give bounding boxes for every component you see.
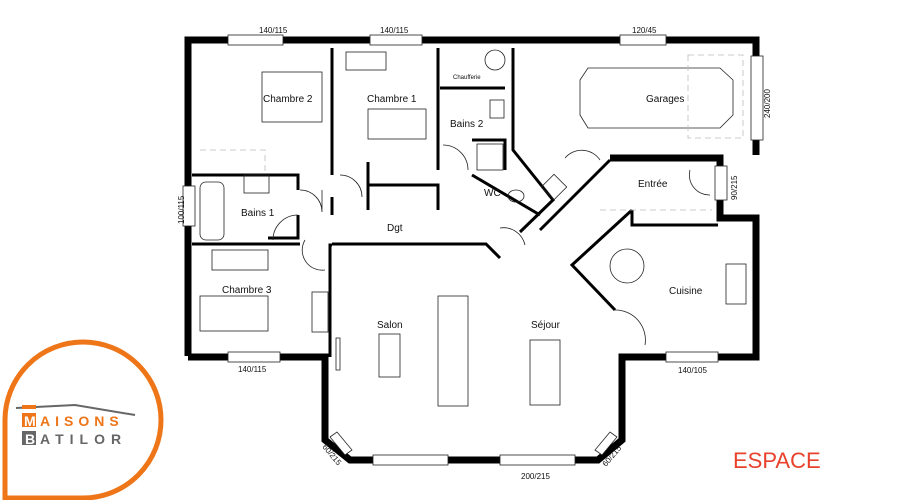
doors [272,144,711,346]
furniture [199,49,747,407]
dim-bay-mid: 200/215 [521,472,550,481]
label-garages: Garages [646,94,684,105]
coffee-table [378,333,401,378]
label-dgt: Dgt [387,223,403,234]
maisons-batilor-logo: M AISONS B ATILOR [2,339,164,500]
bed-chambre1 [367,108,427,140]
svg-text:M: M [24,413,36,429]
bathtub [199,181,225,241]
label-wc: WC [484,188,501,199]
dim-bottom-right: 140/105 [678,366,707,375]
label-bains2: Bains 2 [450,119,484,130]
label-chambre3: Chambre 3 [222,285,272,296]
label-chaufferie: Chaufferie [453,75,481,81]
dim-top-left: 140/115 [259,26,288,35]
label-sejour: Séjour [531,320,561,331]
svg-text:AISONS: AISONS [40,413,124,429]
dim-bottom-left: 140/115 [238,365,267,374]
espace-tag: ESPACE [733,448,821,473]
dining-table [529,339,561,406]
label-bains1: Bains 1 [241,208,275,219]
car [579,67,734,129]
label-salon: Salon [377,320,403,331]
toilet [507,189,525,203]
dim-top-garage: 120/45 [632,26,657,35]
label-chambre1: Chambre 1 [367,94,417,105]
room-labels: Chambre 2 Chambre 1 Chaufferie Bains 2 W… [222,75,703,331]
sink [725,263,747,305]
sofa [437,295,469,407]
bed-chambre3 [199,295,269,332]
label-entree: Entrée [638,179,668,190]
svg-text:ATILOR: ATILOR [40,431,127,447]
label-cuisine: Cuisine [669,286,703,297]
interior-walls [192,48,718,357]
windows [182,34,764,466]
round-table [609,248,645,284]
dim-garage-door: 240/200 [763,89,772,118]
bed-chambre2 [261,71,323,123]
dim-left-bath: 100/115 [177,195,186,224]
dim-entry-door: 90/215 [730,175,739,200]
svg-text:B: B [25,431,35,447]
label-chambre2: Chambre 2 [263,94,313,105]
dim-top-mid: 140/115 [380,26,409,35]
